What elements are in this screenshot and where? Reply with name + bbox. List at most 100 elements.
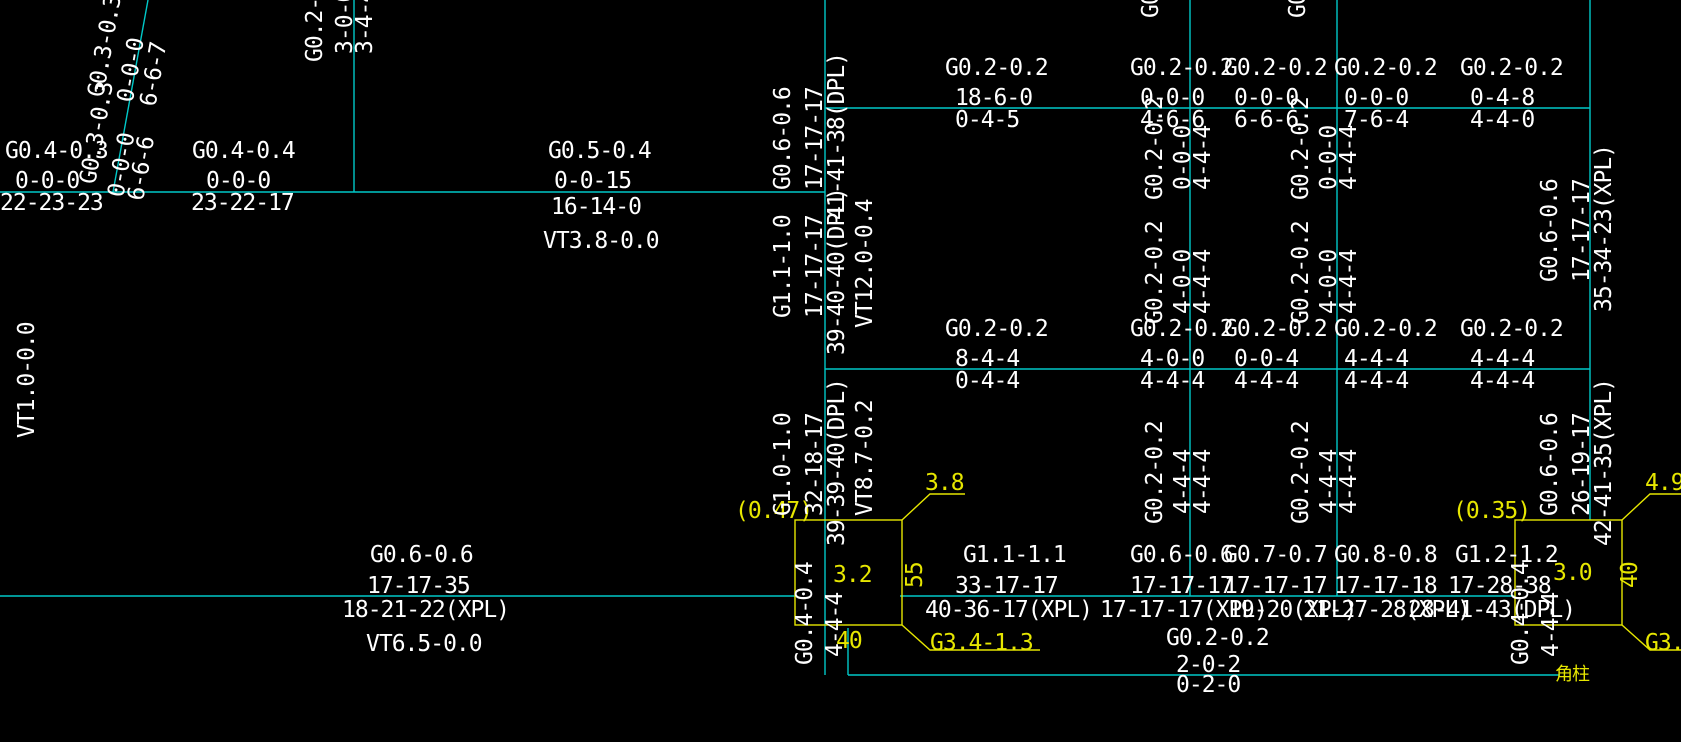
beam-label-g02-top-a: 3-0-0 [332,0,358,54]
column-b-leader-bottom [1621,624,1681,651]
row3-3-title: G0.8-0.8 [1334,542,1437,568]
column-a-leader-bottom [901,624,1040,651]
row1-2-a: 0-0-0 [1234,85,1298,111]
row2-0-a: 8-4-4 [955,346,1019,372]
column-a[interactable]: (0.47) 3.8 3.2 55 40 G3.4-1.3 [735,470,1040,656]
row2-2-title: G0.2-0.2 [1224,316,1327,342]
beam-label-g05-a: 0-0-15 [554,168,631,194]
beam-label-col-a-vert: G0.4-0.4 4-4-4 [792,562,848,665]
col-b-vert-title: G0.4-0.4 [1508,562,1534,665]
column-a-leader-top [901,493,965,521]
column-a-box[interactable] [794,519,903,626]
row3-3-b: 21-27-28(XPL) [1303,597,1470,623]
vert-b-0-a: 0-0-0 [1316,126,1342,190]
vert-b-1-a: 4-0-0 [1316,250,1342,314]
row3-2-title: G0.7-0.7 [1224,542,1327,568]
column-b-box[interactable] [1514,519,1623,626]
mid-labels: G0.6-0.6 17-17-17 41-41-38(DPL) G1.1-1.0… [770,53,878,665]
row1-2-b: 6-6-6 [1234,107,1298,133]
vert-a-2: G0.2-0.2 4-4-4 4-4-4 [1142,421,1216,524]
top-cut-2: G0 [1285,0,1311,18]
row3-1-a: 17-17-17 [1130,573,1233,599]
vert-a-1: G0.2-0.2 4-0-0 4-4-4 [1142,221,1216,324]
vert-a-2-a: 4-4-4 [1170,450,1196,514]
beam-label-g04b-a: 0-0-0 [206,168,270,194]
beam-label-v-g11-b: 39-40-40(DPL) [824,188,850,355]
row1-0-title: G0.2-0.2 [945,55,1048,81]
beam-label-v-g06-title: G0.6-0.6 [770,87,796,190]
beam-label-g04b-title: G0.4-0.4 [192,138,295,164]
row1-1-title: G0.2-0.2 [1130,55,1233,81]
row2-4-title: G0.2-0.2 [1460,316,1563,342]
row2-3-a: 4-4-4 [1344,346,1408,372]
v-right1: G0.6-0.6 17-17-17 35-34-23(XPL) [1537,145,1617,312]
row1-3-b: 7-6-4 [1344,107,1408,133]
left-labels: G0.3-0.3 0-0-0 6-6-7 G0.2-0 3-0-0 3-4-4 … [0,0,660,657]
bottom-title: G0.2-0.2 [1166,625,1269,651]
beam-label-v-g10-title: G1.0-1.0 [770,413,796,516]
row1-4-title: G0.2-0.2 [1460,55,1563,81]
row2-0-b: 0-4-4 [955,368,1019,394]
column-b-inside: 3.0 [1553,560,1592,586]
column-b-ratio: (0.35) [1453,498,1530,524]
beam-label-g02-top-title: G0.2-0 [302,0,328,62]
row1-0-b: 0-4-5 [955,107,1019,133]
beam-label-g02-top-b: 3-4-4 [352,0,378,54]
vert-a-0-title: G0.2-0.2 [1142,97,1168,200]
v-right2-b: 42-41-35(XPL) [1591,379,1617,546]
row2-0-title: G0.2-0.2 [945,316,1048,342]
vert-b-0: G0.2-0.2 0-0-0 4-4-4 [1288,97,1362,200]
beam-label-col-a-vert-a: 4-4-4 [822,593,848,657]
row3-1-b: 17-17-17(XPL) [1100,597,1267,623]
vert-b-1: G0.2-0.2 4-0-0 4-4-4 [1288,221,1362,324]
right-row1: G0.2-0.2 18-6-0 0-4-5 G0.2-0.2 0-0-0 4-6… [945,55,1564,133]
beam-label-v-g10: G1.0-1.0 32-18-17 39-39-40(DPL) VT8.7-0.… [770,379,878,546]
vert-b-1-b: 4-4-4 [1336,250,1362,314]
vert-a-1-a: 4-0-0 [1170,250,1196,314]
beam-label-v-g10-a: 32-18-17 [802,413,828,516]
row3-1-title: G0.6-0.6 [1130,542,1233,568]
column-b[interactable]: (0.35) 4.9 3.0 40 G3.4 角柱 [1453,470,1681,685]
column-a-side: 55 [902,562,928,588]
vert-a-0-a: 0-0-0 [1170,126,1196,190]
v-right1-b: 35-34-23(XPL) [1591,145,1617,312]
row3-0-a: 33-17-17 [955,573,1058,599]
row2-4-b: 4-4-4 [1470,368,1534,394]
row3-4-title: G1.2-1.2 [1455,542,1558,568]
row2-2-a: 0-0-4 [1234,346,1298,372]
vert-a-1-b: 4-4-4 [1190,250,1216,314]
beam-label-g05-title: G0.5-0.4 [548,138,651,164]
row1-1-b: 4-6-6 [1140,107,1204,133]
beam-label-g04a-b: 22-23-23 [0,190,103,216]
beam-label-v-g06-a: 17-17-17 [802,87,828,190]
column-a-top: 3.8 [925,470,964,496]
vert-b-1-title: G0.2-0.2 [1288,221,1314,324]
vert-b-2-a: 4-4-4 [1316,450,1342,514]
right-vert-b: G0.2-0.2 0-0-0 4-4-4 G0.2-0.2 4-0-0 4-4-… [1288,97,1362,524]
row1-3-title: G0.2-0.2 [1334,55,1437,81]
v-right1-title: G0.6-0.6 [1537,179,1563,282]
column-a-ratio: (0.47) [735,498,812,524]
vert-a-0-b: 4-4-4 [1190,126,1216,190]
row3-4-a: 17-28-38 [1448,573,1551,599]
beam-label-g06-bottom-c: VT6.5-0.0 [366,631,482,657]
beam-label-g05-b: 16-14-0 [551,194,641,220]
row3-0-b: 40-36-17(XPL) [925,597,1092,623]
beam-label-v-g10-c: VT8.7-0.2 [852,400,878,516]
beam-label-g05-c: VT3.8-0.0 [543,228,659,254]
row3-2-a: 17-17-17 [1224,573,1327,599]
beam-label-v-g11-a: 17-17-17 [802,215,828,318]
vert-a-2-b: 4-4-4 [1190,450,1216,514]
top-cut-1: G0 [1138,0,1164,18]
row1-4-b: 4-4-0 [1470,107,1534,133]
vert-a-1-title: G0.2-0.2 [1142,221,1168,324]
column-b-leader-top [1621,493,1681,521]
row1-2-title: G0.2-0.2 [1224,55,1327,81]
vert-a-2-title: G0.2-0.2 [1142,421,1168,524]
v-right2-title: G0.6-0.6 [1537,413,1563,516]
row1-3-a: 0-0-0 [1344,85,1408,111]
row2-3-b: 4-4-4 [1344,368,1408,394]
row1-1-a: 0-0-0 [1140,85,1204,111]
beam-line-diagonal[interactable] [112,0,149,193]
